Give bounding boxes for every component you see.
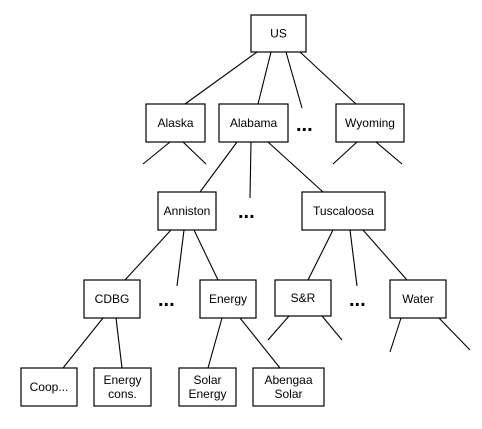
ellipsis-tuscaloosa-programs: ... — [349, 289, 366, 311]
edge-tuscaloosa-ellipsis — [349, 229, 358, 287]
ellipsis-markers: ... ... ... ... — [158, 114, 366, 311]
edge-energy-abengaa-solar — [239, 317, 281, 369]
node-label: US — [270, 27, 287, 41]
node-label: Abengaa — [264, 373, 312, 387]
ellipsis-anniston-programs: ... — [158, 289, 175, 311]
node-label: Energy — [209, 292, 247, 306]
node-label: Wyoming — [345, 116, 395, 130]
node-label: Coop... — [30, 380, 69, 394]
node-label: Solar — [274, 387, 302, 401]
node-alaska: Alaska — [145, 103, 206, 143]
edge-energy-solar-energy — [207, 317, 223, 369]
edge-water-stub-left — [389, 317, 402, 353]
edge-us-wyoming — [299, 51, 357, 105]
edge-wyoming-stub-left — [332, 141, 358, 165]
edge-wyoming-stub-right — [375, 141, 403, 165]
edges — [62, 51, 471, 369]
node-label: Energy — [103, 373, 141, 387]
edge-alaska-stub-right — [182, 141, 207, 165]
node-us: US — [250, 14, 307, 53]
node-label: cons. — [108, 387, 137, 401]
node-alabama: Alabama — [218, 103, 289, 143]
edge-tuscaloosa-sr — [307, 229, 334, 281]
node-coop: Coop... — [20, 367, 78, 407]
node-label: Anniston — [164, 204, 211, 218]
edge-alabama-anniston — [199, 141, 238, 193]
edge-anniston-energy — [193, 229, 219, 281]
edge-alabama-tuscaloosa — [267, 141, 324, 193]
node-anniston: Anniston — [157, 191, 217, 231]
edge-sr-stub-right — [321, 315, 343, 341]
edge-us-alaska — [184, 51, 258, 105]
edge-water-stub-right — [436, 315, 471, 351]
node-label: Alaska — [157, 116, 193, 130]
node-label: S&R — [291, 291, 316, 305]
edge-us-alabama — [257, 51, 272, 105]
node-label: CDBG — [95, 292, 130, 306]
edge-cdbg-coop — [62, 317, 104, 369]
node-sr: S&R — [274, 279, 332, 317]
node-cdbg: CDBG — [83, 279, 141, 319]
node-label: Alabama — [230, 116, 278, 130]
edge-anniston-ellipsis — [176, 229, 185, 287]
edge-alaska-stub-left — [142, 141, 171, 165]
edge-cdbg-energy-cons — [115, 317, 123, 369]
node-water: Water — [389, 279, 447, 319]
edge-sr-stub-left — [267, 315, 290, 341]
node-label: Water — [402, 292, 434, 306]
node-wyoming: Wyoming — [335, 103, 405, 143]
node-label: Energy — [188, 387, 226, 401]
edge-tuscaloosa-water — [362, 229, 408, 281]
node-energy: Energy — [199, 279, 257, 319]
edge-anniston-cdbg — [124, 229, 172, 281]
node-label: Solar — [193, 373, 221, 387]
edge-alabama-ellipsis — [249, 141, 252, 199]
edge-us-ellipsis — [285, 51, 303, 109]
ellipsis-states: ... — [296, 114, 313, 136]
ellipsis-alabama-cities: ... — [238, 201, 255, 223]
node-tuscaloosa: Tuscaloosa — [301, 191, 386, 231]
node-label: Tuscaloosa — [313, 204, 374, 218]
